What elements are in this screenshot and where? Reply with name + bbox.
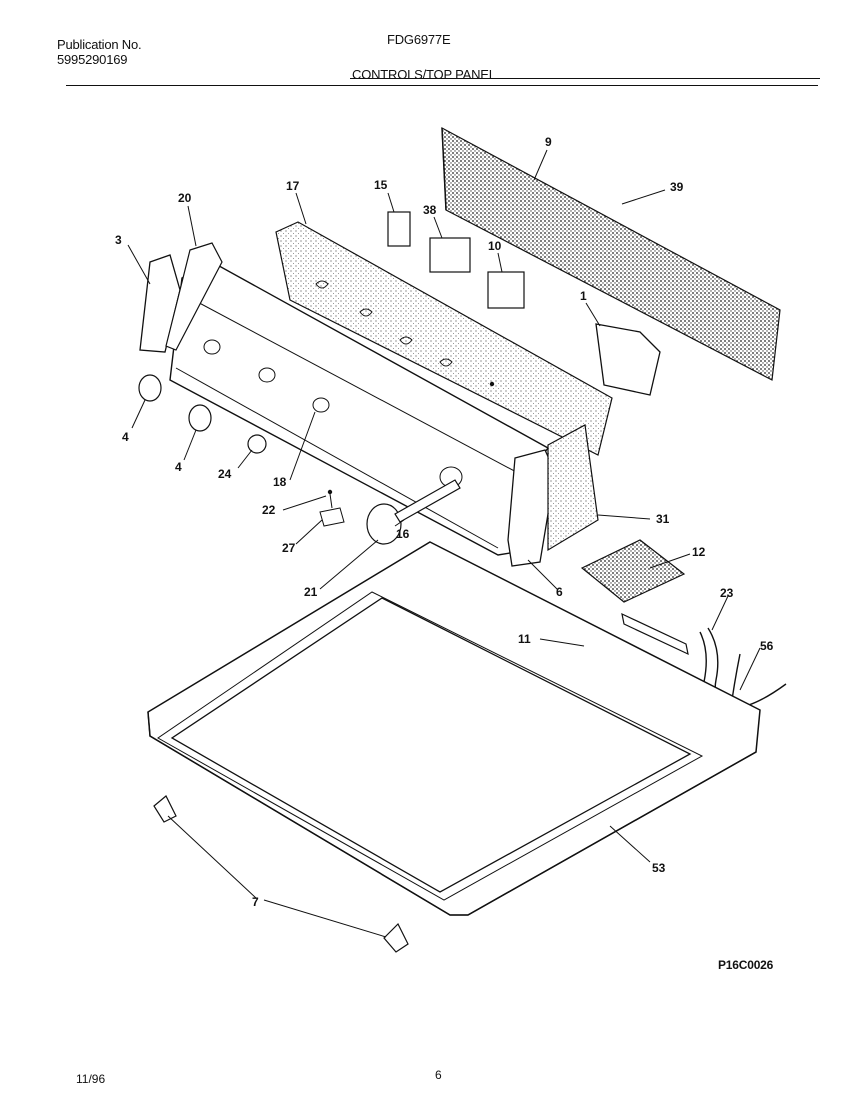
callout-label: 4 [175, 460, 182, 474]
clip-part-7-lower [383, 922, 409, 953]
control-housing-part-17 [275, 221, 613, 456]
callout-label: 17 [286, 179, 300, 193]
header-rule [66, 85, 818, 86]
leader-lines [127, 149, 761, 938]
callout-label: 20 [178, 191, 192, 205]
callout-label: 27 [282, 541, 296, 555]
callout-label: 31 [656, 512, 670, 526]
page-number: 6 [435, 1068, 442, 1082]
publication-number: 5995290169 [57, 52, 128, 67]
knob-part-24 [247, 434, 267, 454]
clip-part-7-upper [153, 795, 177, 823]
callout-label: 9 [545, 135, 552, 149]
callout-label: 38 [423, 203, 437, 217]
callout-label: 18 [273, 475, 287, 489]
callout-labels: 9 39 15 38 10 17 20 3 1 4 4 24 18 22 27 … [115, 135, 774, 909]
right-bracket-part-31 [547, 424, 599, 552]
top-panel-part-53 [147, 541, 761, 916]
callout-label: 15 [374, 178, 388, 192]
footer-date: 11/96 [76, 1072, 106, 1086]
shaft-part-16 [394, 479, 461, 523]
callout-label: 22 [262, 503, 276, 517]
switch-part-10 [487, 271, 525, 309]
callout-label: 11 [518, 632, 531, 646]
right-end-cap-part-6 [507, 449, 556, 567]
model-number: FDG6977E [387, 32, 451, 47]
callout-label: 10 [488, 239, 502, 253]
switch-part-38 [429, 237, 471, 273]
callout-label: 24 [218, 467, 232, 481]
circuit-board-part-12 [580, 539, 686, 603]
rear-panel-part-9 [441, 126, 781, 381]
callout-label: 7 [252, 895, 259, 909]
publication-label: Publication No. [57, 37, 142, 52]
callout-label: 4 [122, 430, 129, 444]
callout-label: 56 [760, 639, 774, 653]
title-underline [350, 78, 820, 79]
callout-label: 3 [115, 233, 122, 247]
clip-part-27 [319, 507, 345, 527]
callout-label: 23 [720, 586, 734, 600]
spring-part-22 [327, 489, 333, 509]
left-bracket-part-20 [165, 242, 223, 351]
timer-part-1 [595, 323, 661, 396]
drawing-code: P16C0026 [718, 958, 774, 972]
knobs [138, 374, 461, 545]
callout-label: 1 [580, 289, 587, 303]
switch-part-15 [387, 211, 411, 247]
callout-label: 12 [692, 545, 706, 559]
callout-label: 16 [396, 527, 410, 541]
callout-label: 53 [652, 861, 666, 875]
knob-part-4a [138, 374, 162, 402]
knob-part-4b [188, 404, 212, 432]
knob-part-21 [366, 503, 402, 545]
callout-label: 6 [556, 585, 563, 599]
callout-label: 21 [304, 585, 318, 599]
callout-label: 39 [670, 180, 684, 194]
